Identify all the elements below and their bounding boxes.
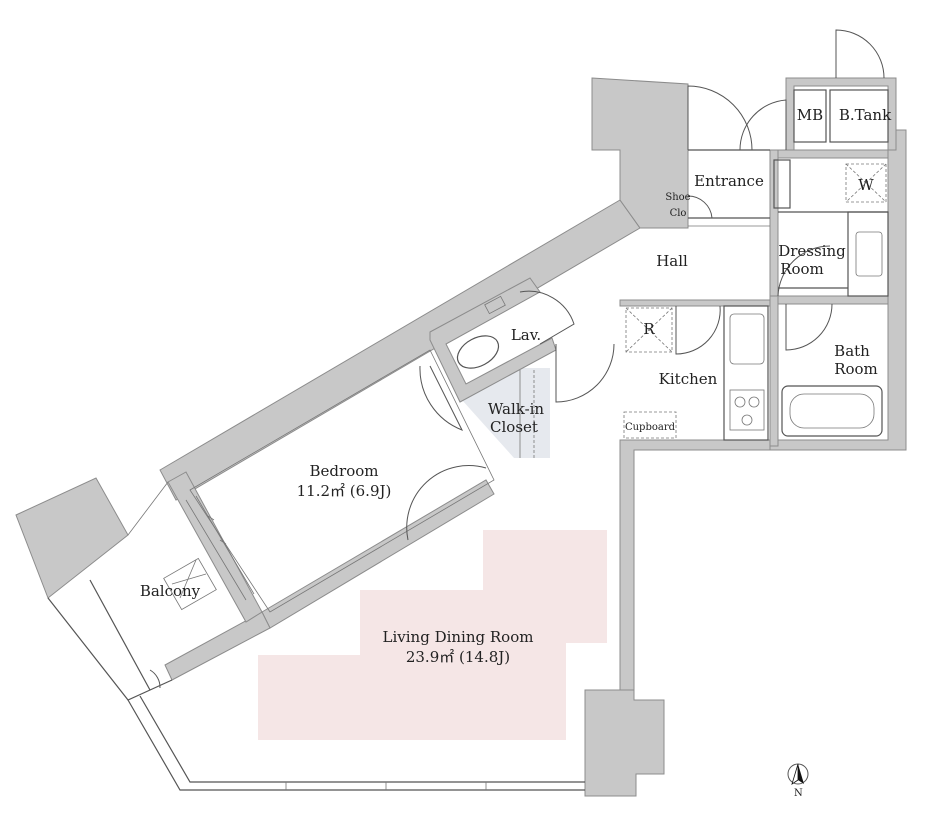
label-ldk-name: Living Dining Room	[383, 628, 534, 646]
balcony-upper-rail	[127, 481, 169, 536]
column-ldk	[584, 689, 665, 797]
label-cupboard: Cupboard	[625, 422, 676, 433]
shoe-door	[687, 195, 713, 219]
label-shoe-2: Clo	[670, 208, 687, 219]
dressing-shelf	[773, 159, 791, 209]
walkin-closet-floor	[462, 368, 550, 458]
wall-kitchen-top	[619, 299, 771, 307]
bathtub-inner	[789, 393, 875, 429]
wall-bath-left	[769, 295, 779, 447]
mb-box	[793, 89, 827, 143]
toilet	[456, 335, 500, 369]
label-shoe-1: Shoe	[665, 192, 690, 203]
label-bedroom-name: Bedroom	[310, 462, 379, 480]
bathtub	[781, 385, 883, 437]
balcony-drain	[163, 557, 217, 611]
kitchen-sink	[729, 313, 765, 365]
label-btank: B.Tank	[839, 106, 892, 124]
label-bedroom-area: 11.2㎡ (6.9J)	[297, 482, 392, 500]
wall-bath-top	[775, 295, 889, 305]
label-washer: W	[858, 176, 874, 194]
btank-box	[829, 89, 889, 143]
label-fridge: R	[643, 320, 655, 338]
label-ldk-area: 23.9㎡ (14.8J)	[406, 648, 510, 666]
kitchen-counter	[723, 305, 769, 441]
label-balcony: Balcony	[140, 582, 201, 600]
compass-icon: N	[787, 763, 809, 799]
fridge-area-door	[675, 305, 721, 355]
column-balcony	[15, 477, 129, 599]
label-walkin-2: Closet	[490, 418, 538, 436]
label-lav: Lav.	[511, 326, 541, 344]
wall-right-outer	[769, 129, 907, 451]
dressing-basin	[855, 231, 883, 277]
wall-kitchen-right	[619, 439, 771, 701]
label-bath-1: Bath	[834, 342, 870, 360]
fridge-box	[625, 307, 673, 353]
kitchen-stove	[729, 389, 765, 431]
label-mb: MB	[797, 106, 823, 124]
dressing-door	[777, 245, 831, 297]
bath-door	[785, 303, 833, 351]
lav-door	[519, 290, 575, 345]
wall-balcony-partition	[164, 611, 271, 681]
wall-lav	[429, 277, 557, 403]
compass-north-label: N	[794, 788, 803, 799]
balcony-edge	[47, 597, 173, 701]
stove-burner-3	[741, 414, 753, 426]
entrance-door	[687, 85, 753, 151]
wall-dressing-top	[769, 149, 889, 159]
toilet-tank	[484, 295, 506, 315]
balcony-door	[149, 669, 161, 689]
fridge-cross	[625, 307, 673, 353]
label-entrance: Entrance	[694, 172, 764, 190]
exterior-window-ticks	[285, 782, 487, 790]
balcony-rail	[89, 579, 151, 691]
kitchen-door	[555, 343, 615, 403]
column-top	[591, 77, 689, 229]
ldk-highlight	[258, 530, 607, 740]
label-walkin-1: Walk-in	[488, 400, 545, 418]
stove-burner-2	[748, 396, 760, 408]
label-hall: Hall	[656, 252, 688, 270]
dressing-divider	[778, 211, 888, 289]
balcony-window	[185, 495, 255, 601]
washer-box	[845, 163, 887, 203]
bedroom-door-2	[406, 465, 487, 541]
stove-burner-1	[734, 396, 746, 408]
label-dressing-2: Room	[780, 260, 824, 278]
washer-cross	[845, 163, 887, 203]
wall-diagonal-upper	[159, 199, 641, 501]
label-bath-2: Room	[834, 360, 878, 378]
label-dressing-1: Dressing	[778, 242, 846, 260]
bedroom-door-1	[419, 365, 464, 431]
cupboard-box	[623, 411, 677, 439]
exterior-line-lower	[127, 699, 585, 791]
entrance-door-2	[739, 99, 787, 151]
bedroom-outline	[189, 349, 495, 613]
label-kitchen: Kitchen	[659, 370, 718, 388]
balcony-drain-cross	[171, 559, 207, 599]
exterior-line-lower-2	[139, 695, 585, 783]
btank-door	[835, 29, 885, 79]
